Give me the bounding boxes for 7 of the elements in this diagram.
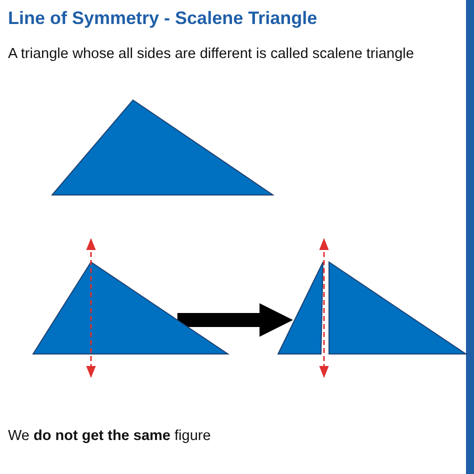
triangle xyxy=(52,100,273,195)
text-line: A triangle whose all sides are different is called scalene triangle xyxy=(8,46,414,62)
triangle xyxy=(278,262,466,354)
text-line: We do not get the same figure xyxy=(8,428,211,444)
title: Line of Symmetry - Scalene Triangle xyxy=(8,8,318,29)
arrow xyxy=(177,303,293,337)
triangle xyxy=(33,262,228,354)
